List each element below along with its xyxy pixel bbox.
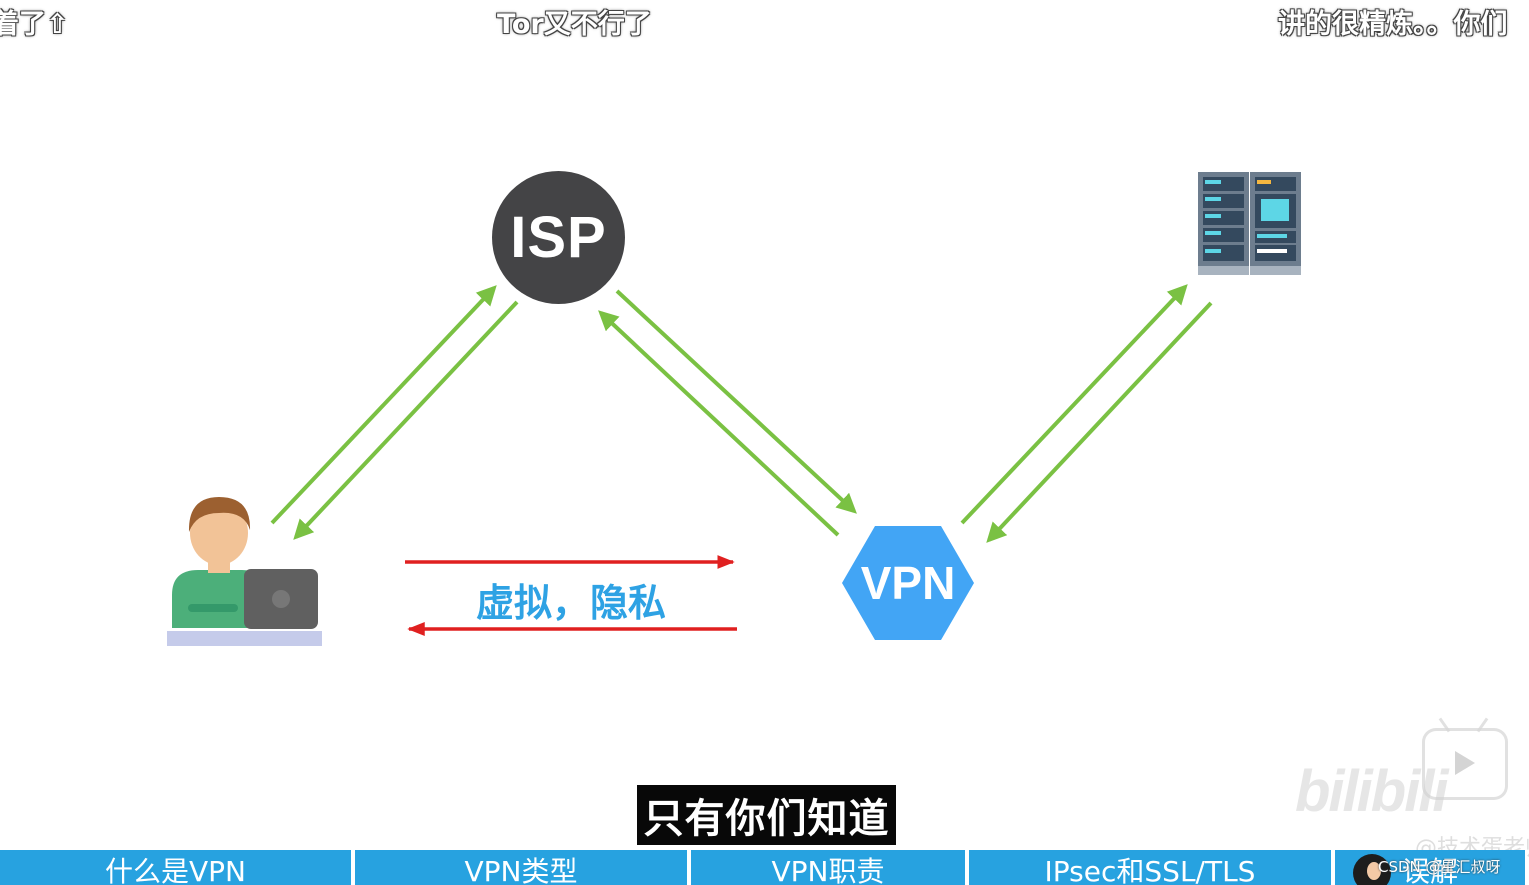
vpn-hexagon <box>842 526 974 640</box>
avatar <box>1353 854 1391 885</box>
chapter-ipsec-ssl-tls[interactable]: IPsec和SSL/TLS <box>969 850 1331 885</box>
csdn-watermark: CSDN @星汇叔呀 <box>1378 858 1501 876</box>
chapter-vpn-types[interactable]: VPN类型 <box>355 850 687 885</box>
chapter-label: IPsec和SSL/TLS <box>1044 855 1256 885</box>
danmaku-comment-right: 讲的很精炼。。你们 <box>1278 9 1508 40</box>
arrow-vpn-to-isp <box>598 310 840 537</box>
server-rack-icon <box>1198 172 1301 275</box>
vpn-label: VPN <box>860 557 956 609</box>
danmaku-comment-left: 着了⇧ <box>0 9 69 40</box>
chapter-label: 误解 <box>1401 855 1458 885</box>
virtual-private-label: 虚拟，隐私 <box>475 581 666 625</box>
danmaku-comment-middle: Tor又不行了 <box>497 9 652 40</box>
arrow-isp-to-user <box>293 300 519 540</box>
bilibili-tv-icon <box>1422 717 1508 800</box>
chapter-label: VPN职责 <box>771 855 885 885</box>
chapter-misconceptions[interactable]: 误解 <box>1335 850 1525 885</box>
isp-node: ISP <box>492 171 625 304</box>
chapter-label: 什么是VPN <box>105 855 246 885</box>
arrow-server-to-vpn <box>986 301 1213 543</box>
arrow-vpn-to-server <box>960 284 1188 525</box>
video-subtitle: 只有你们知道 <box>637 785 896 845</box>
chapter-bar: 什么是VPN VPN类型 VPN职责 IPsec和SSL/TLS 误解 <box>0 850 1529 885</box>
chapter-what-is-vpn[interactable]: 什么是VPN <box>0 850 351 885</box>
bilibili-watermark: bilibili <box>1295 759 1449 824</box>
arrow-isp-to-vpn <box>615 289 857 514</box>
user-laptop-icon <box>167 497 322 646</box>
chapter-vpn-duties[interactable]: VPN职责 <box>691 850 965 885</box>
arrow-user-to-isp <box>270 285 497 525</box>
isp-label: ISP <box>510 205 607 270</box>
chapter-label: VPN类型 <box>464 855 578 885</box>
